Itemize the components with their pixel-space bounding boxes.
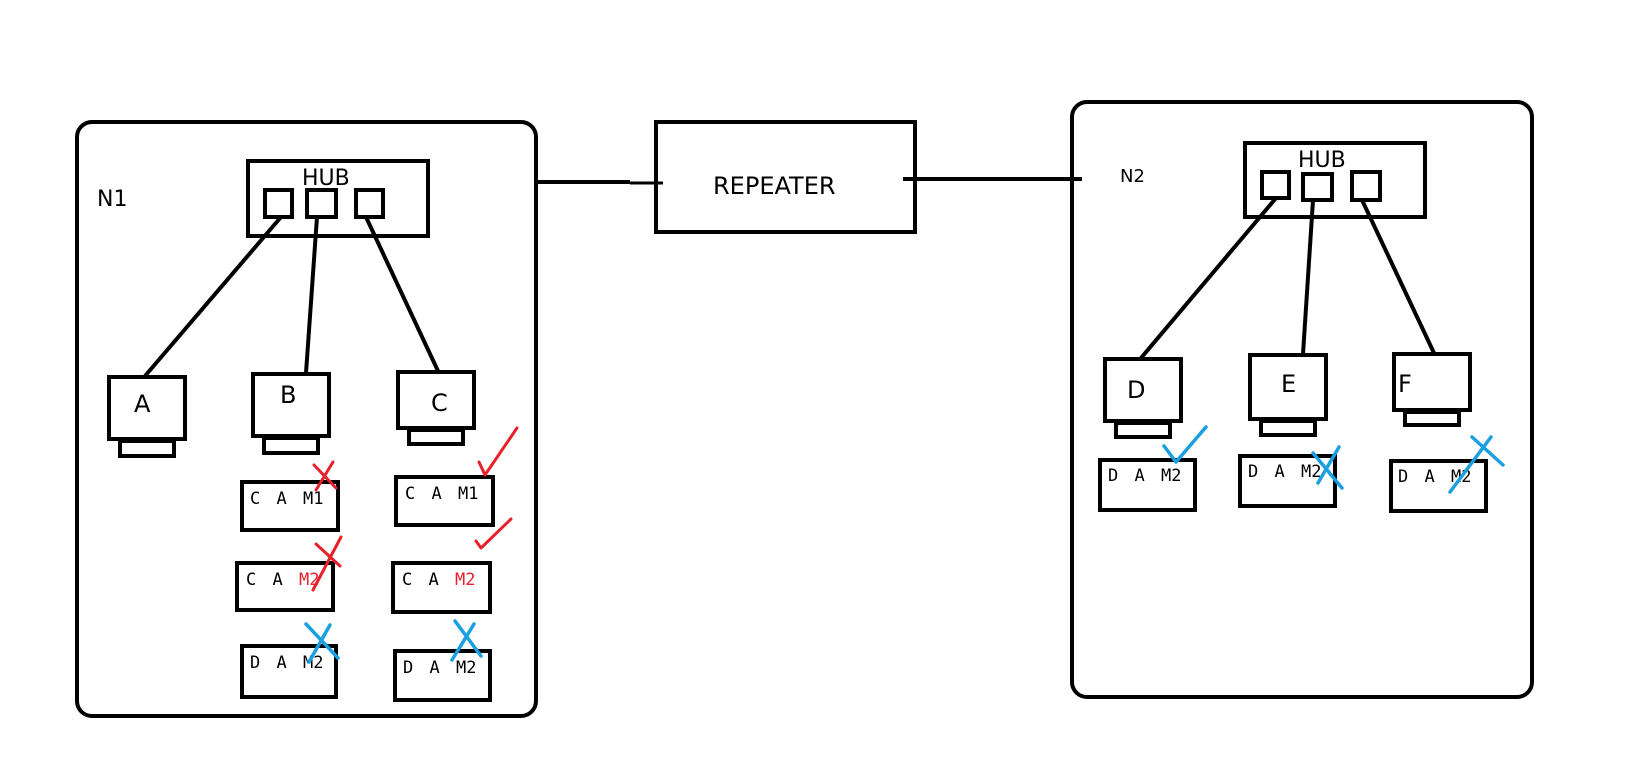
frame-field: D bbox=[250, 653, 260, 673]
frame-text: D A M2 bbox=[1108, 466, 1181, 486]
frame-text: C A M1 bbox=[250, 489, 323, 509]
frame-field: M2 bbox=[299, 570, 319, 590]
frame-field: C bbox=[246, 570, 256, 590]
cross-mark bbox=[311, 535, 343, 592]
host-label: C bbox=[431, 389, 448, 417]
frame-b-2: C A M2 bbox=[235, 535, 343, 612]
link-hub-to-a bbox=[143, 215, 283, 378]
host-b: B bbox=[251, 372, 331, 455]
frame-field: M1 bbox=[303, 489, 323, 509]
link-hub-to-d bbox=[1139, 196, 1278, 360]
frame-field: A bbox=[432, 484, 442, 504]
check-mark bbox=[477, 426, 519, 477]
cross-mark bbox=[1311, 445, 1344, 490]
hub-port bbox=[354, 188, 385, 219]
cross-mark bbox=[450, 619, 483, 662]
frame-field: M2 bbox=[1301, 462, 1321, 482]
frame-c-3: D A M2 bbox=[393, 619, 492, 702]
hub-label-n1: HUB bbox=[302, 166, 350, 191]
frame-field: M2 bbox=[303, 653, 323, 673]
network-label-n2: N2 bbox=[1120, 166, 1145, 187]
frame-e-1: D A M2 bbox=[1238, 445, 1344, 508]
frame-field: A bbox=[1135, 466, 1145, 486]
frame-field: M2 bbox=[1161, 466, 1181, 486]
frame-field: C bbox=[250, 489, 260, 509]
host-label: D bbox=[1127, 376, 1145, 404]
check-mark bbox=[474, 517, 513, 550]
hub-port bbox=[1301, 172, 1334, 202]
frame-field: A bbox=[277, 653, 287, 673]
frame-field: D bbox=[1398, 467, 1408, 487]
hub-port bbox=[1350, 170, 1382, 202]
host-f: F bbox=[1392, 352, 1472, 427]
link-hub-to-e bbox=[1301, 199, 1315, 355]
frame-field: A bbox=[1275, 462, 1285, 482]
frame-text: D A M2 bbox=[1248, 462, 1321, 482]
cross-mark bbox=[312, 460, 338, 492]
host-label: B bbox=[280, 381, 296, 409]
frame-field: D bbox=[1248, 462, 1258, 482]
frame-field: M1 bbox=[458, 484, 478, 504]
frame-field: A bbox=[277, 489, 287, 509]
frame-field: M2 bbox=[455, 570, 475, 590]
network-n1: N1 HUB A B C bbox=[75, 120, 538, 718]
network-label-n1: N1 bbox=[97, 187, 127, 212]
frame-b-1: C A M1 bbox=[240, 460, 340, 532]
host-c: C bbox=[396, 370, 476, 446]
link-hub-to-c bbox=[364, 216, 440, 372]
frame-c-1: C A M1 bbox=[394, 426, 519, 527]
hub-port bbox=[1260, 170, 1291, 200]
hub-port bbox=[263, 188, 294, 219]
frame-field: M2 bbox=[456, 658, 476, 678]
repeater: REPEATER bbox=[654, 120, 917, 234]
link-hub-to-b bbox=[304, 216, 319, 374]
host-label: E bbox=[1281, 370, 1296, 398]
frame-text: C A M2 bbox=[246, 570, 319, 590]
frame-f-1: D A M2 bbox=[1389, 435, 1505, 513]
cross-mark bbox=[304, 622, 340, 664]
frame-field: D bbox=[1108, 466, 1118, 486]
frame-text: D A M2 bbox=[403, 658, 476, 678]
frame-field: D bbox=[403, 658, 413, 678]
frame-d-1: D A M2 bbox=[1098, 425, 1208, 512]
link-hub-to-f bbox=[1360, 199, 1436, 354]
frame-field: A bbox=[1425, 467, 1435, 487]
host-label: A bbox=[134, 390, 151, 418]
host-label: F bbox=[1398, 370, 1412, 398]
frame-b-3: D A M2 bbox=[240, 622, 340, 699]
hub-label-n2: HUB bbox=[1298, 148, 1346, 173]
host-e: E bbox=[1248, 353, 1328, 437]
frame-field: C bbox=[402, 570, 412, 590]
network-boundary-n1 bbox=[75, 120, 538, 718]
check-mark bbox=[1162, 425, 1208, 464]
frame-field: A bbox=[429, 570, 439, 590]
network-n2: N2 HUB D E F bbox=[1070, 100, 1534, 699]
hub-n2: HUB bbox=[1243, 141, 1427, 219]
frame-text: D A M2 bbox=[250, 653, 323, 673]
frame-text: C A M2 bbox=[402, 570, 475, 590]
frame-text: C A M1 bbox=[405, 484, 478, 504]
frame-field: C bbox=[405, 484, 415, 504]
host-a: A bbox=[107, 375, 187, 458]
hub-n1: HUB bbox=[246, 159, 430, 238]
frame-field: A bbox=[273, 570, 283, 590]
cross-mark bbox=[1448, 435, 1505, 494]
repeater-label: REPEATER bbox=[713, 172, 836, 200]
network-boundary-n2 bbox=[1070, 100, 1534, 699]
frame-field: A bbox=[430, 658, 440, 678]
frame-c-2: C A M2 bbox=[391, 517, 513, 614]
hub-port bbox=[305, 188, 338, 219]
host-d: D bbox=[1103, 357, 1183, 439]
